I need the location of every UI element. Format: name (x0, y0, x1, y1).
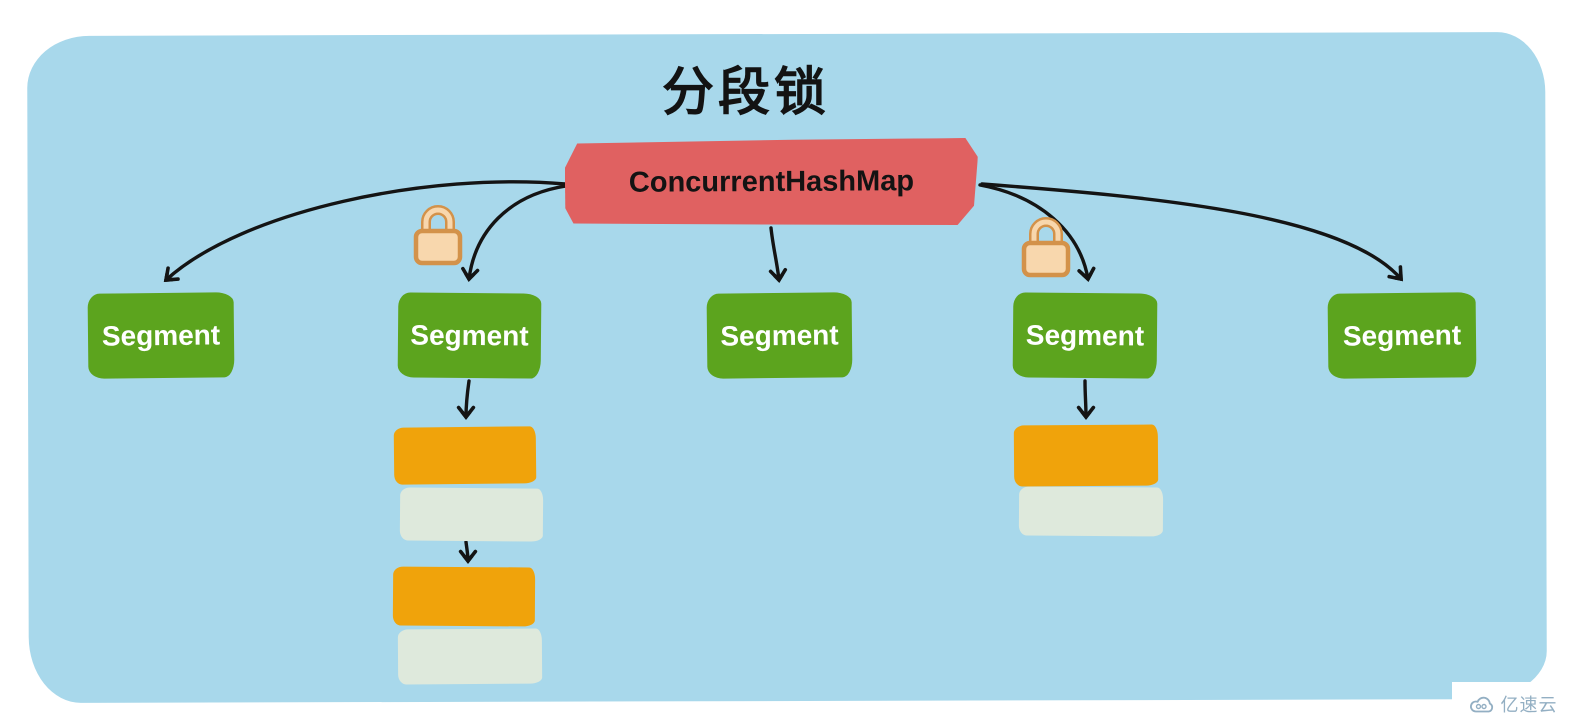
segment-node-5: Segment (1327, 292, 1477, 379)
cloud-icon (1469, 696, 1493, 712)
hash-entry-filled (1013, 424, 1159, 487)
hash-entry-filled (393, 426, 537, 485)
padlock-icon (1021, 217, 1071, 278)
watermark-text: 亿速云 (1500, 695, 1558, 715)
hash-entry-empty (397, 628, 543, 685)
hash-entry-empty (399, 487, 544, 542)
hash-entry-empty (1018, 486, 1164, 537)
padlock-icon (413, 205, 463, 266)
concurrenthashmap-node: ConcurrentHashMap (565, 138, 978, 227)
segment-node-4: Segment (1012, 292, 1158, 379)
segment-node-1: Segment (87, 292, 235, 379)
segment-node-3: Segment (706, 292, 853, 379)
segment-node-2: Segment (397, 292, 542, 379)
page-title: 分段锁 (661, 64, 830, 122)
watermark: 亿速云 (1452, 682, 1574, 726)
hash-entry-filled (392, 566, 536, 627)
